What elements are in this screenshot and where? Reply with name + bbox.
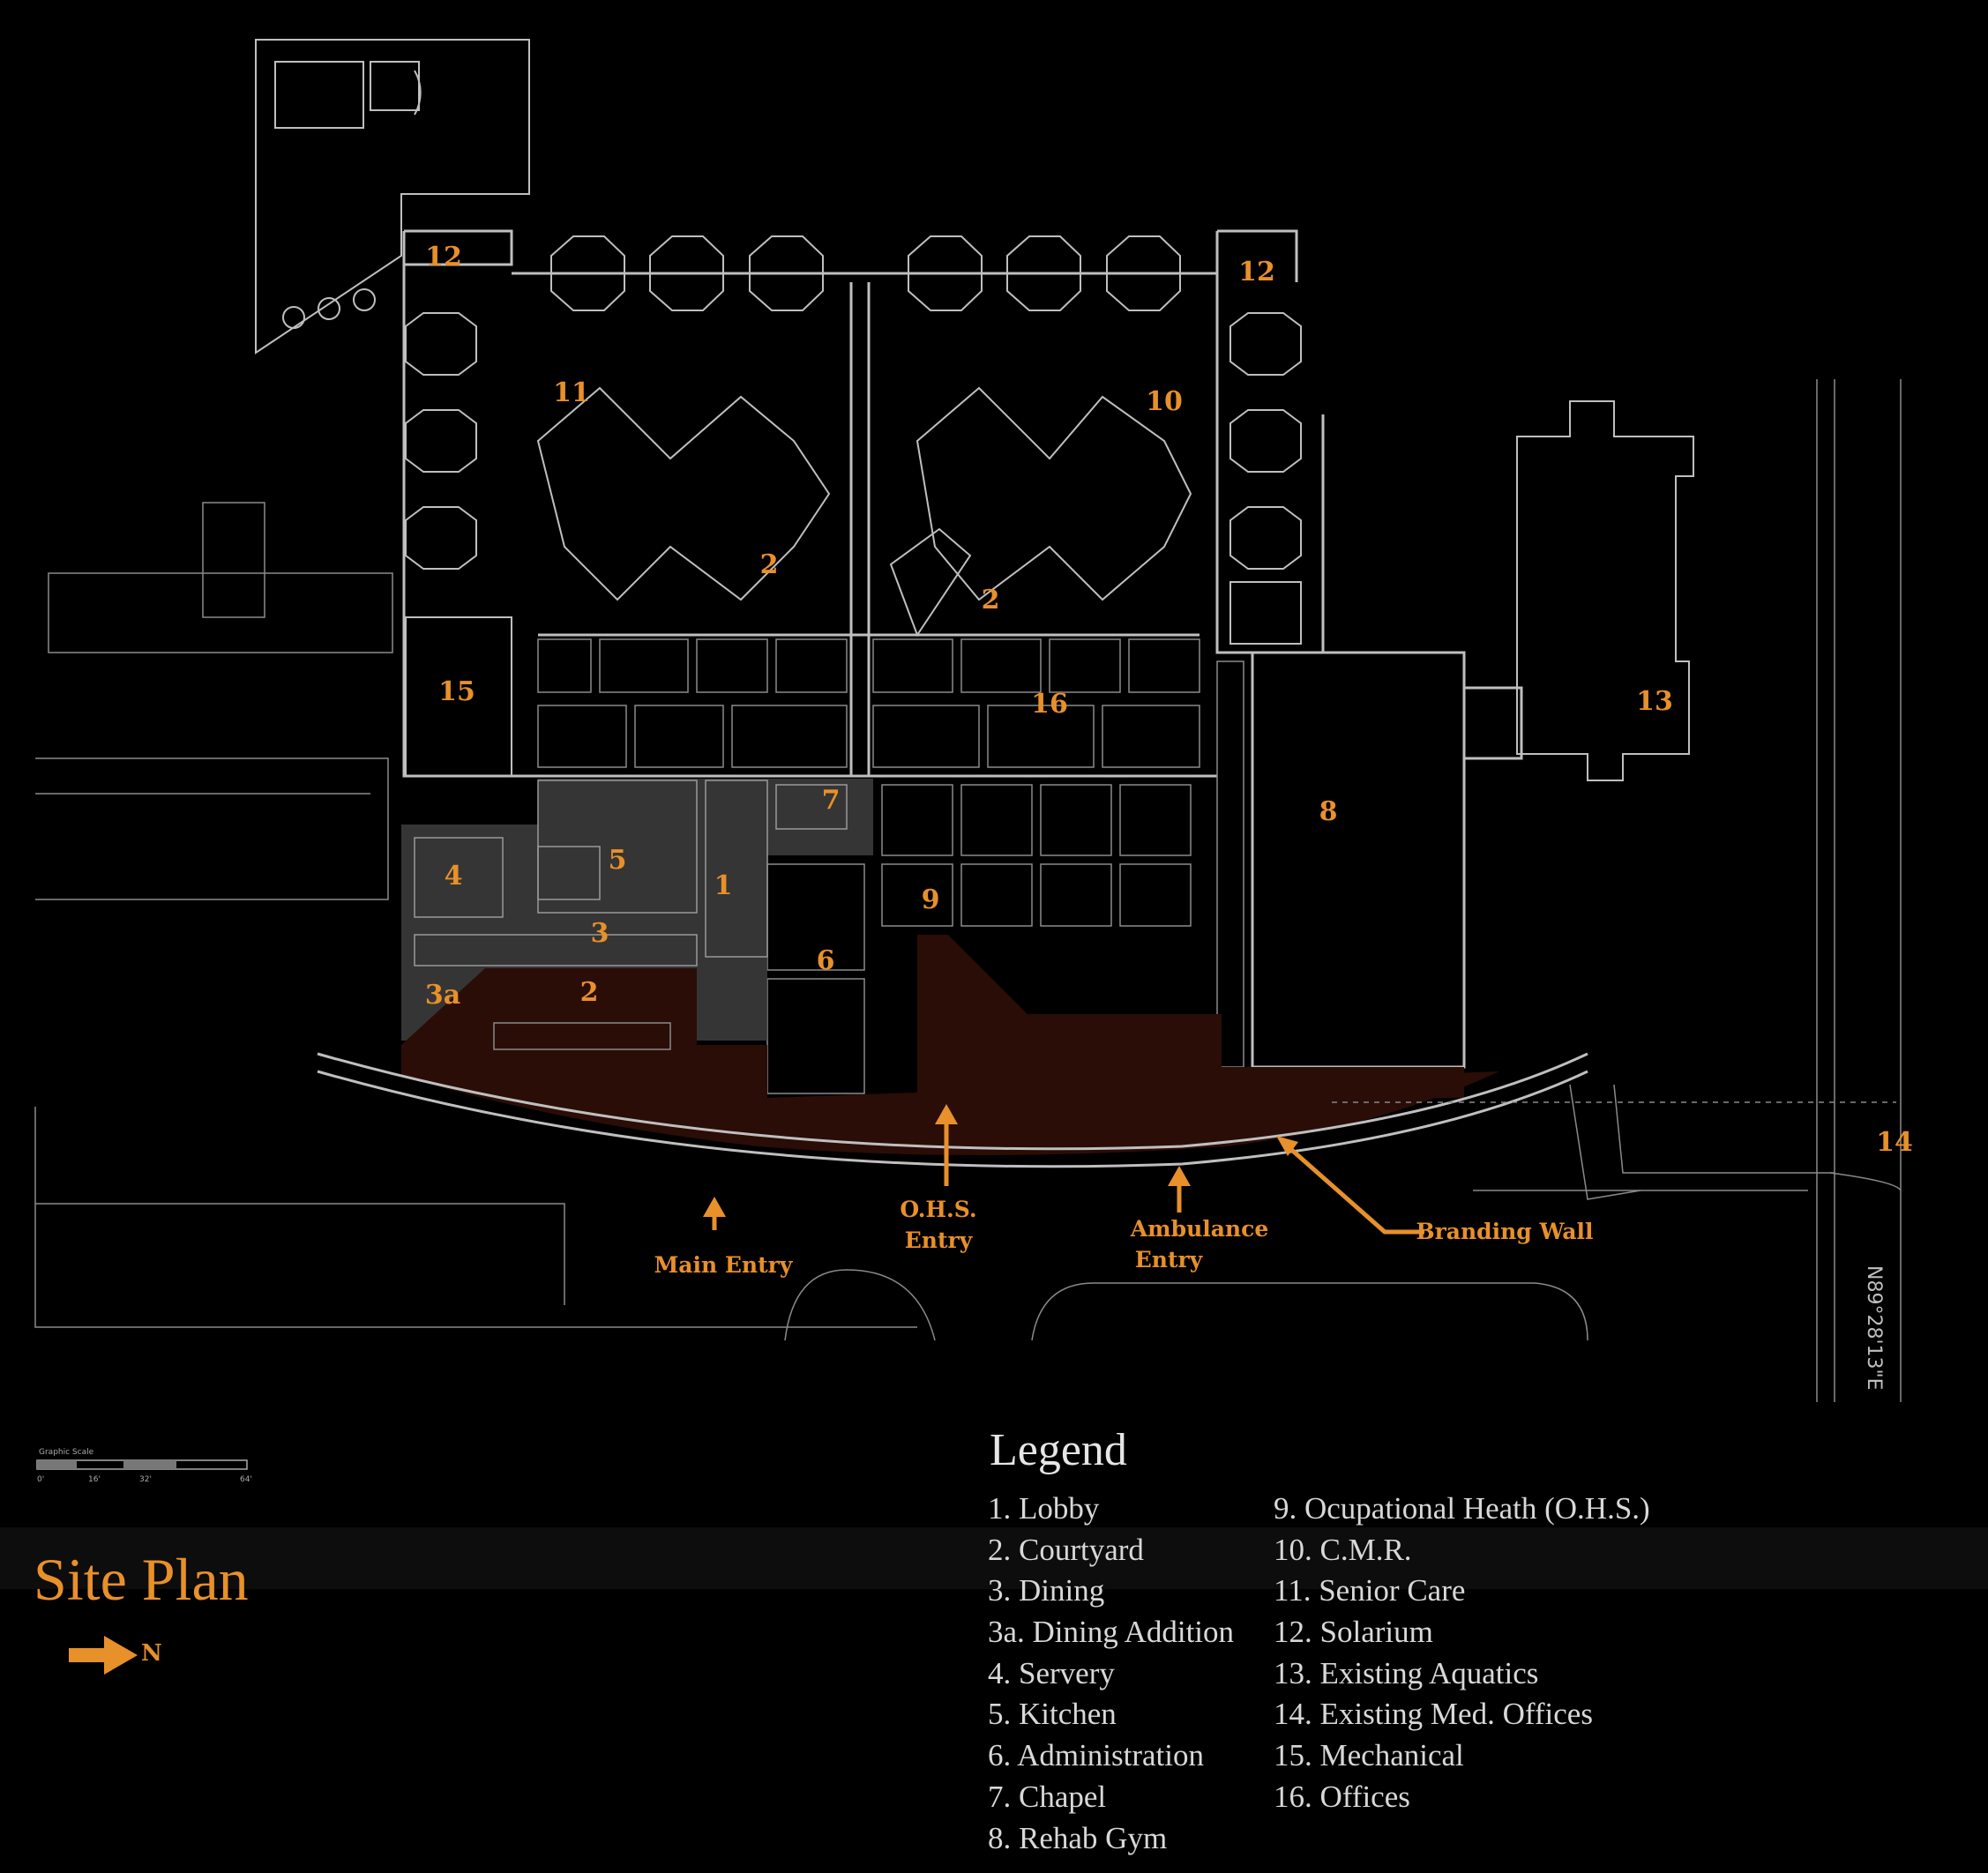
title-band — [0, 1527, 1988, 1589]
resident-pods — [405, 235, 1302, 777]
page-title: Site Plan — [34, 1546, 249, 1613]
legend-item: 13. Existing Aquatics — [1274, 1655, 1539, 1690]
label-12-east: 12 — [1238, 257, 1275, 287]
legend-column-2: 9. Ocupational Heath (O.H.S.) 10. C.M.R.… — [1274, 1489, 1650, 1818]
label-5: 5 — [609, 845, 627, 876]
parking-and-roads — [34, 379, 1902, 1402]
label-3a: 3a — [425, 980, 460, 1011]
scale-tick-16: 16' — [88, 1475, 101, 1484]
legend-item: 11. Senior Care — [1274, 1573, 1466, 1608]
legend-item: 4. Servery — [988, 1655, 1115, 1690]
label-1: 1 — [714, 870, 733, 901]
legend-column-1: 1. Lobby 2. Courtyard 3. Dining 3a. Dini… — [988, 1489, 1234, 1859]
legend-item: 16. Offices — [1274, 1779, 1410, 1814]
label-15: 15 — [438, 676, 475, 707]
entry-arrows — [703, 1104, 1424, 1235]
label-2-courtyard-east: 2 — [982, 585, 1000, 616]
label-11: 11 — [553, 377, 590, 408]
label-9: 9 — [922, 884, 940, 915]
main-entry-label: Main Entry — [654, 1252, 794, 1278]
ambulance-entry-label-line1: Ambulance — [1130, 1216, 1269, 1242]
legend-item: 5. Kitchen — [988, 1697, 1117, 1732]
legend-item: 12. Solarium — [1274, 1615, 1433, 1650]
label-6: 6 — [817, 945, 835, 976]
legend-item: 1. Lobby — [988, 1491, 1100, 1526]
existing-aquatics — [1516, 400, 1694, 781]
legend-item: 2. Courtyard — [988, 1532, 1144, 1567]
label-2-dining-courtyard: 2 — [580, 977, 599, 1008]
label-14: 14 — [1876, 1127, 1913, 1158]
scale-tick-64: 64' — [240, 1475, 252, 1484]
branding-wall-label: Branding Wall — [1416, 1219, 1593, 1244]
ohs-entry-label-line2: Entry — [905, 1228, 974, 1253]
label-16: 16 — [1031, 689, 1068, 720]
label-4: 4 — [445, 861, 463, 892]
legend-item: 15. Mechanical — [1274, 1738, 1464, 1773]
label-12-west: 12 — [425, 242, 462, 272]
interior-rooms — [537, 638, 1244, 1094]
scale-tick-32: 32' — [139, 1475, 152, 1484]
legend-item: 10. C.M.R. — [1274, 1532, 1412, 1567]
north-arrow-icon — [69, 1636, 138, 1675]
label-13: 13 — [1636, 686, 1673, 717]
legend-item: 8. Rehab Gym — [988, 1820, 1168, 1855]
north-label: N — [141, 1640, 162, 1667]
label-3: 3 — [591, 918, 609, 949]
existing-building-nw — [255, 39, 530, 354]
label-7: 7 — [822, 785, 841, 816]
legend-item: 14. Existing Med. Offices — [1274, 1697, 1593, 1732]
scale-title: Graphic Scale — [39, 1448, 94, 1457]
legend-item: 3. Dining — [988, 1573, 1105, 1608]
graphic-scale: 0' 16' 32' 64' — [36, 1459, 252, 1484]
label-8: 8 — [1319, 796, 1338, 827]
ohs-entry-label-line1: O.H.S. — [900, 1197, 976, 1222]
legend-item: 9. Ocupational Heath (O.H.S.) — [1274, 1491, 1650, 1526]
courtyard-wings — [536, 386, 1192, 638]
bearing-label: N89°28'13"E — [1863, 1265, 1885, 1391]
scale-tick-0: 0' — [37, 1475, 44, 1484]
branding-wall-arrow-icon — [1286, 1145, 1424, 1235]
legend-item: 7. Chapel — [988, 1779, 1107, 1814]
legend-item: 3a. Dining Addition — [988, 1615, 1235, 1650]
legend-item: 6. Administration — [988, 1738, 1204, 1773]
zone-labels: 12 12 11 10 2 2 15 16 13 7 8 4 5 1 9 3 6… — [425, 242, 1913, 1158]
highlight-zone — [401, 935, 1499, 1155]
entry-labels: Main Entry O.H.S. Entry Ambulance Entry … — [654, 1197, 1594, 1278]
label-2-courtyard-west: 2 — [760, 549, 779, 580]
label-10: 10 — [1146, 386, 1183, 417]
legend-title: Legend — [990, 1425, 1127, 1475]
ambulance-entry-label-line2: Entry — [1135, 1247, 1204, 1272]
